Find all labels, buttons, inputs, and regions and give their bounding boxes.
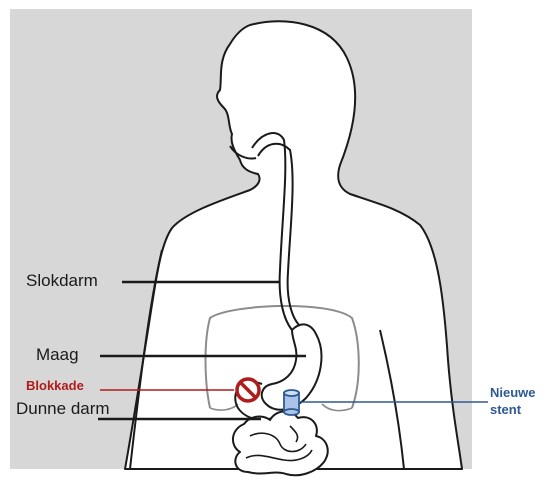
no-entry-icon [237, 379, 259, 401]
label-slokdarm: Slokdarm [26, 271, 98, 290]
label-blokkade: Blokkade [26, 378, 84, 393]
stent-cylinder-icon [284, 390, 299, 415]
label-nieuwe-stent-line2: stent [490, 402, 522, 417]
label-nieuwe-stent-line1: Nieuwe [490, 385, 536, 400]
label-dunne-darm: Dunne darm [16, 399, 110, 418]
label-maag: Maag [36, 345, 79, 364]
